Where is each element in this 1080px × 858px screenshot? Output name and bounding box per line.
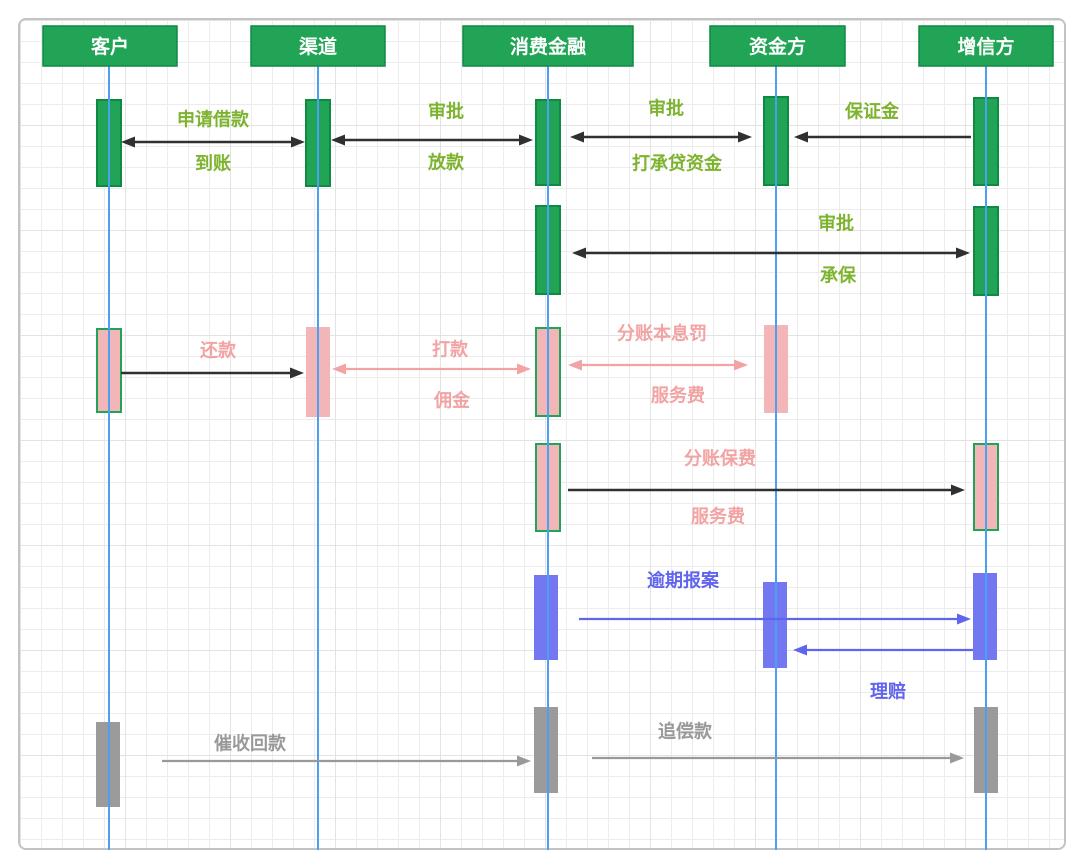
msg-repay-label-0: 还款	[199, 340, 237, 362]
msg-split-pip-right-arrowhead	[734, 359, 748, 371]
msg-deposit-label-0: 保证金	[844, 101, 900, 123]
msg-remit-commission-right-arrowhead	[517, 363, 531, 375]
msg-collection-label-0: 催收回款	[214, 733, 287, 755]
actor-box-customer	[42, 25, 178, 67]
activation-cf-overdue	[534, 575, 558, 660]
msg-approve-underwrite-right-arrowhead	[956, 247, 970, 259]
msg-approve-funding-right-arrowhead	[738, 131, 752, 143]
msg-approve-disburse-label-1: 放款	[427, 152, 465, 174]
msg-apply-loan-right-arrowhead	[291, 136, 305, 148]
msg-approve-funding-label-1: 打承贷资金	[632, 153, 723, 175]
msg-recourse-right-arrowhead	[950, 752, 964, 764]
msg-approve-funding-label-0: 审批	[648, 98, 684, 120]
msg-split-pip-left-arrowhead	[568, 359, 582, 371]
actor-label-funder: 资金方	[749, 35, 806, 58]
msg-deposit-left-arrowhead	[794, 131, 808, 143]
msg-apply-loan-label-1: 到账	[195, 154, 231, 175]
msg-approve-disburse-left-arrowhead	[331, 134, 345, 146]
msg-split-pip-label-0: 分账本息罚	[617, 323, 707, 345]
msg-approve-underwrite-label-0: 审批	[818, 213, 854, 235]
msg-claim-label-0: 理赔	[870, 681, 906, 703]
msg-claim-left-arrowhead	[793, 644, 807, 656]
msg-approve-underwrite-left-arrowhead	[572, 247, 586, 259]
msg-remit-commission-label-0: 打款	[432, 339, 469, 361]
msg-apply-loan-left-arrowhead	[121, 136, 135, 148]
actor-label-customer: 客户	[91, 35, 129, 58]
actor-box-consumer-finance	[462, 25, 634, 67]
activation-cf-collect	[534, 707, 558, 793]
actor-box-credit-enhancer	[918, 25, 1054, 67]
actor-box-channel	[250, 25, 386, 67]
msg-apply-loan-label-0: 申请借款	[177, 109, 250, 131]
msg-approve-underwrite-label-1: 承保	[820, 265, 857, 287]
msg-split-pip-label-1: 服务费	[651, 385, 705, 407]
msg-collection-right-arrowhead	[517, 755, 531, 767]
msg-approve-disburse-right-arrowhead	[519, 134, 533, 146]
msg-split-premium-right-arrowhead	[951, 484, 965, 496]
msg-overdue-report-right-arrowhead	[957, 613, 971, 625]
msg-repay-right-arrowhead	[290, 367, 304, 379]
actor-box-funder	[709, 25, 846, 67]
actor-label-credit-enhancer: 增信方	[957, 35, 1014, 58]
actor-label-channel: 渠道	[299, 35, 337, 58]
msg-split-premium-label-1: 服务费	[691, 506, 745, 528]
actor-label-consumer-finance: 消费金融	[510, 35, 586, 58]
msg-remit-commission-left-arrowhead	[332, 363, 346, 375]
msg-remit-commission-label-1: 佣金	[433, 390, 471, 412]
msg-approve-funding-left-arrowhead	[570, 131, 584, 143]
msg-recourse-label-0: 追偿款	[658, 721, 713, 743]
msg-approve-disburse-label-0: 审批	[428, 101, 464, 123]
msg-overdue-report-label-0: 逾期报案	[647, 570, 720, 592]
msg-split-premium-label-0: 分账保费	[684, 448, 756, 470]
